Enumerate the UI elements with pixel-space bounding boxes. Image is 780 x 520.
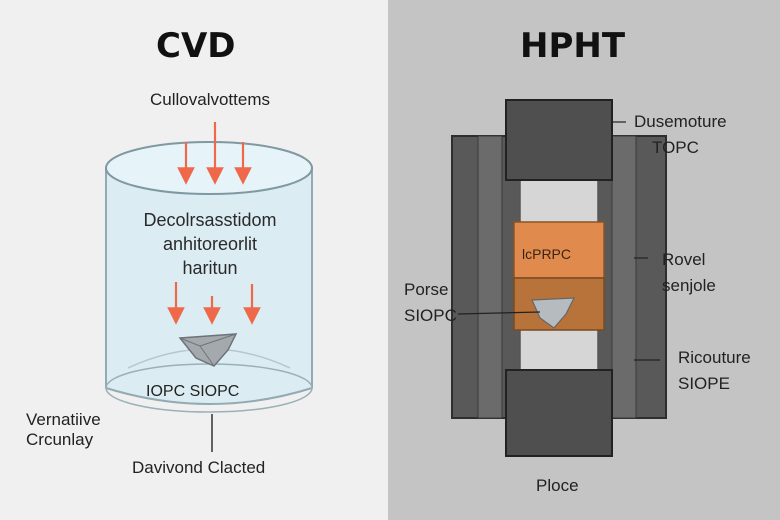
hpht-leader-lines xyxy=(457,121,660,361)
hpht-bottom-right-label: Ricouture SIOPE xyxy=(678,348,751,394)
capsule-top xyxy=(513,221,605,279)
cvd-diamond-icon xyxy=(178,333,238,367)
bottom-anvil xyxy=(505,369,613,457)
label-line: Porse xyxy=(404,280,449,299)
label-line: Rovel xyxy=(662,250,706,269)
top-anvil xyxy=(505,99,613,181)
side-label-line: Crcunlay xyxy=(26,430,94,449)
label-line: SIOPE xyxy=(678,374,730,393)
label-line: Dusemoture xyxy=(634,112,727,131)
hpht-title: HPHT xyxy=(520,26,626,66)
label-line: SIOPC xyxy=(404,306,457,325)
hpht-diamond-icon xyxy=(531,297,575,329)
cvd-top-label: Cullovalvottems xyxy=(150,90,270,109)
chamber-line: anhitoreorlit xyxy=(162,234,258,254)
hpht-bottom-label: Ploce xyxy=(536,476,579,495)
label-line: senjole xyxy=(662,276,716,295)
hpht-top-right-label: Dusemoture TOPC xyxy=(634,112,727,158)
side-label-line: Vernatiive xyxy=(26,410,101,429)
hpht-press xyxy=(451,99,667,457)
cvd-side-label: Vernatiive Crcunlay xyxy=(26,410,101,450)
gas-flow-arrows xyxy=(167,122,261,325)
hpht-left-label: Porse SIOPC xyxy=(404,280,457,326)
chamber-line: Decolrsasstidom xyxy=(143,210,277,230)
cvd-bottom-label: Davivond Clacted xyxy=(132,458,266,477)
label-line: TOPC xyxy=(652,138,699,157)
cvd-chamber-text: Decolrsasstidom anhitoreorlit haritun xyxy=(110,208,310,280)
label-line: Ricouture xyxy=(678,348,751,367)
hpht-mid-right-label: Rovel senjole xyxy=(662,250,716,296)
chamber-line: haritun xyxy=(182,258,238,278)
cvd-base-label: IOPC SIOPC xyxy=(146,383,240,400)
cvd-title: CVD xyxy=(156,26,236,66)
capsule-label: lcPRPC xyxy=(522,246,572,262)
